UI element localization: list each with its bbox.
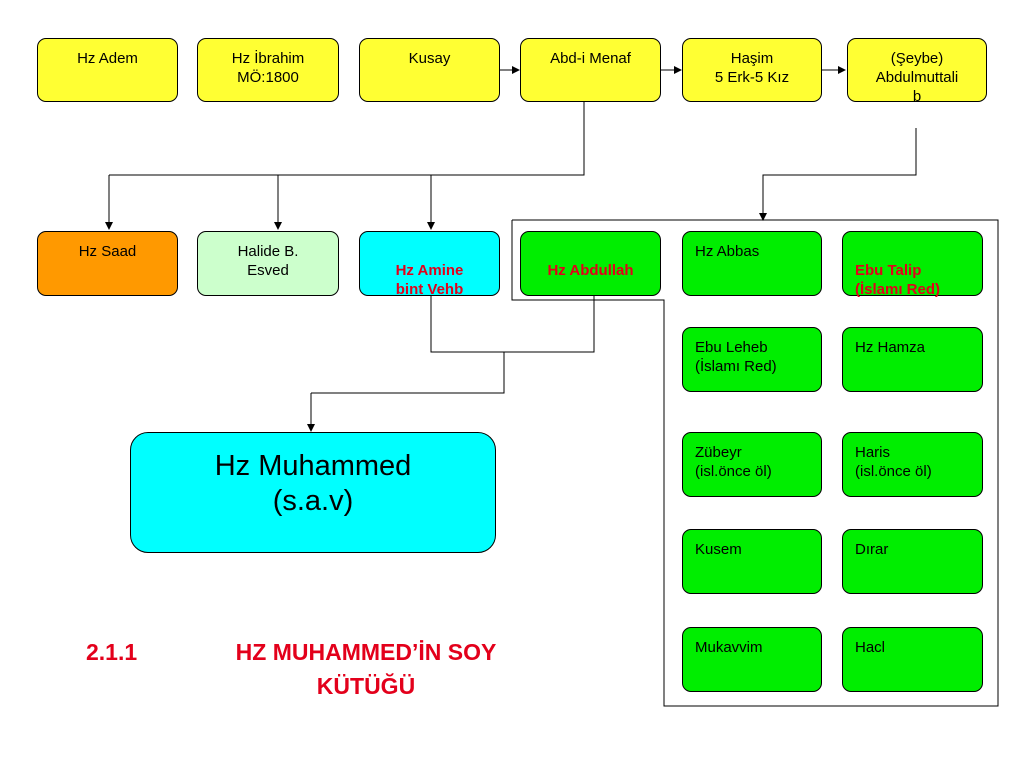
node-zubeyr[interactable]: Zübeyr (isl.önce öl)	[682, 432, 822, 497]
node-hz-saad[interactable]: Hz Saad	[37, 231, 178, 296]
node-hacl[interactable]: Hacl	[842, 627, 983, 692]
node-kusem[interactable]: Kusem	[682, 529, 822, 594]
page-title: HZ MUHAMMED’İN SOY KÜTÜĞÜ	[235, 639, 497, 699]
node-hz-adem[interactable]: Hz Adem	[37, 38, 178, 102]
node-haris[interactable]: Haris (isl.önce öl)	[842, 432, 983, 497]
node-ebu-talip-label: Ebu Talip (İslamı Red)	[855, 262, 941, 298]
node-hz-abbas[interactable]: Hz Abbas	[682, 231, 822, 296]
node-hz-hamza[interactable]: Hz Hamza	[842, 327, 983, 392]
node-hz-abdullah[interactable]: Hz Abdullah	[520, 231, 661, 296]
line-abdmenaf-down	[109, 102, 585, 176]
line-abdulmuttalib-down	[759, 128, 917, 221]
node-hz-amine-label: Hz Amine bint Vehb	[395, 262, 464, 298]
node-abd-i-menaf[interactable]: Abd-i Menaf	[520, 38, 661, 102]
node-hz-ibrahim[interactable]: Hz İbrahim MÖ:1800	[197, 38, 339, 102]
node-hz-abdullah-label: Hz Abdullah	[547, 262, 634, 279]
node-hasim[interactable]: Haşim 5 Erk-5 Kız	[682, 38, 822, 102]
line-parents-merge	[311, 352, 505, 394]
section-number: 2.1.1	[86, 639, 138, 665]
node-kusay[interactable]: Kusay	[359, 38, 500, 102]
node-hz-muhammed[interactable]: Hz Muhammed (s.a.v)	[130, 432, 496, 553]
node-ebu-talip[interactable]: Ebu Talip (İslamı Red)	[842, 231, 983, 298]
node-mukavvim[interactable]: Mukavvim	[682, 627, 822, 692]
children-group-frame	[511, 219, 999, 707]
node-halide-esved[interactable]: Halide B. Esved	[197, 231, 339, 296]
node-dirar[interactable]: Dırar	[842, 529, 983, 594]
node-ebu-leheb[interactable]: Ebu Leheb (İslamı Red)	[682, 327, 822, 392]
node-abdulmuttalib[interactable]: (Şeybe) Abdulmuttali b	[847, 38, 987, 105]
line-amine-down	[430, 296, 595, 353]
node-hz-amine[interactable]: Hz Amine bint Vehb	[359, 231, 500, 298]
